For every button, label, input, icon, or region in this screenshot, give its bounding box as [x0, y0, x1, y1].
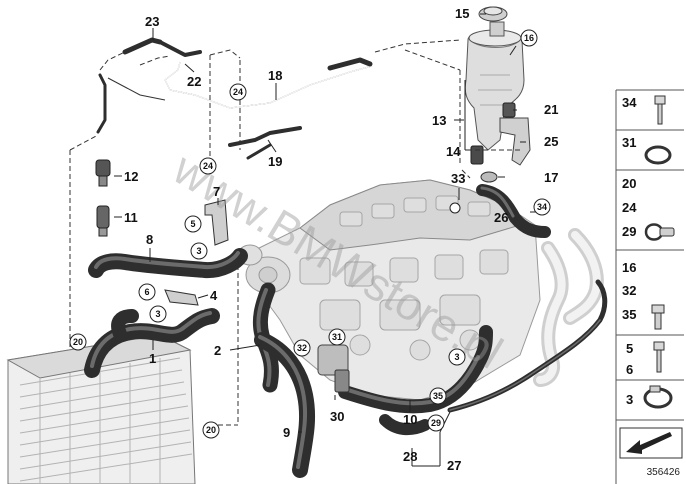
label-30: 30 [330, 409, 344, 424]
svg-text:24: 24 [233, 87, 243, 97]
svg-text:16: 16 [524, 33, 534, 43]
callout-20b: 20 [202, 421, 220, 439]
callout-3b: 3 [149, 305, 167, 323]
bolt-icon [654, 95, 666, 125]
panel-label-20: 20 [622, 176, 636, 191]
svg-text:32: 32 [297, 343, 307, 353]
callout-6: 6 [138, 283, 156, 301]
circled-callouts: 16 24 24 5 3 6 3 20 32 31 3 34 35 29 20 [69, 29, 551, 439]
hose-10 [338, 325, 493, 436]
label-7: 7 [213, 184, 220, 199]
panel-label-3: 3 [626, 392, 633, 407]
label-27: 27 [447, 458, 461, 473]
panel-label-5: 5 [626, 341, 633, 356]
tank-bracket [499, 117, 531, 166]
label-10: 10 [403, 412, 417, 427]
label-19: 19 [268, 154, 282, 169]
callout-3c: 3 [448, 348, 466, 366]
hose-9 [254, 332, 316, 478]
panel-label-32: 32 [622, 283, 636, 298]
label-13: 13 [432, 113, 446, 128]
svg-text:35: 35 [433, 391, 443, 401]
label-1: 1 [149, 351, 156, 366]
panel-label-29: 29 [622, 224, 636, 239]
label-4: 4 [210, 288, 218, 303]
label-22: 22 [187, 74, 201, 89]
svg-text:3: 3 [454, 352, 459, 362]
svg-text:31: 31 [332, 332, 342, 342]
callout-31: 31 [328, 328, 346, 346]
svg-text:20: 20 [206, 425, 216, 435]
bracket-7 [204, 199, 229, 246]
pipe-27 [447, 279, 608, 413]
callout-34: 34 [533, 198, 551, 216]
hose-26 [476, 184, 551, 238]
panel-label-6: 6 [626, 362, 633, 377]
o-ring-icon [644, 145, 672, 165]
callout-5: 5 [184, 215, 202, 233]
parts-panel: 34 31 20 24 29 16 32 35 5 6 [615, 89, 684, 484]
sensor-part [96, 205, 110, 237]
callout-32: 32 [293, 339, 311, 357]
panel-label-31: 31 [622, 135, 636, 150]
tank-valve [470, 145, 484, 165]
callout-16: 16 [520, 29, 538, 47]
svg-text:29: 29 [431, 418, 441, 428]
drawing-reference-number: 356426 [647, 467, 681, 478]
label-2: 2 [214, 343, 221, 358]
label-14: 14 [446, 144, 461, 159]
clamp-icon [643, 385, 673, 409]
label-25: 25 [544, 134, 558, 149]
hose-clip-icon [644, 223, 675, 241]
temperature-sensor [95, 159, 111, 187]
label-33: 33 [451, 171, 465, 186]
label-12: 12 [124, 169, 138, 184]
callout-20a: 20 [69, 333, 87, 351]
label-26: 26 [494, 210, 508, 225]
label-18: 18 [268, 68, 282, 83]
panel-label-34: 34 [622, 95, 637, 110]
exploded-view-arrow-icon [619, 427, 683, 459]
seal-ring [480, 171, 498, 183]
svg-text:34: 34 [537, 202, 547, 212]
label-11: 11 [124, 210, 138, 225]
label-23: 23 [145, 14, 159, 29]
panel-label-16: 16 [622, 260, 636, 275]
svg-text:6: 6 [144, 287, 149, 297]
vent-lines [96, 37, 373, 160]
label-8: 8 [146, 232, 153, 247]
label-15: 15 [455, 6, 469, 21]
callout-33 [449, 202, 461, 214]
bolt-icon [651, 304, 665, 330]
panel-label-35: 35 [622, 307, 636, 322]
svg-text:3: 3 [196, 246, 201, 256]
callout-29: 29 [427, 414, 445, 432]
bolt-icon [653, 341, 665, 373]
ghost-hoses [533, 228, 604, 387]
reference-lines [69, 39, 520, 426]
callout-24b: 24 [199, 157, 217, 175]
part-labels: 23 22 18 19 15 13 21 14 25 17 33 26 12 1… [124, 6, 558, 473]
expansion-tank [464, 21, 525, 151]
label-21: 21 [544, 102, 558, 117]
callout-3a: 3 [190, 242, 208, 260]
expansion-tank-cap [478, 6, 508, 22]
panel-label-24: 24 [622, 200, 637, 215]
thermostat-housing [317, 344, 350, 393]
label-28: 28 [403, 449, 417, 464]
hose-1 [84, 308, 220, 378]
label-17: 17 [544, 170, 558, 185]
hose-8 [88, 248, 248, 279]
svg-text:24: 24 [203, 161, 213, 171]
svg-text:20: 20 [73, 337, 83, 347]
callout-35: 35 [429, 387, 447, 405]
bracket-4 [164, 289, 199, 306]
label-9: 9 [283, 425, 290, 440]
svg-text:5: 5 [190, 219, 195, 229]
callout-24a: 24 [229, 83, 247, 101]
svg-text:3: 3 [155, 309, 160, 319]
